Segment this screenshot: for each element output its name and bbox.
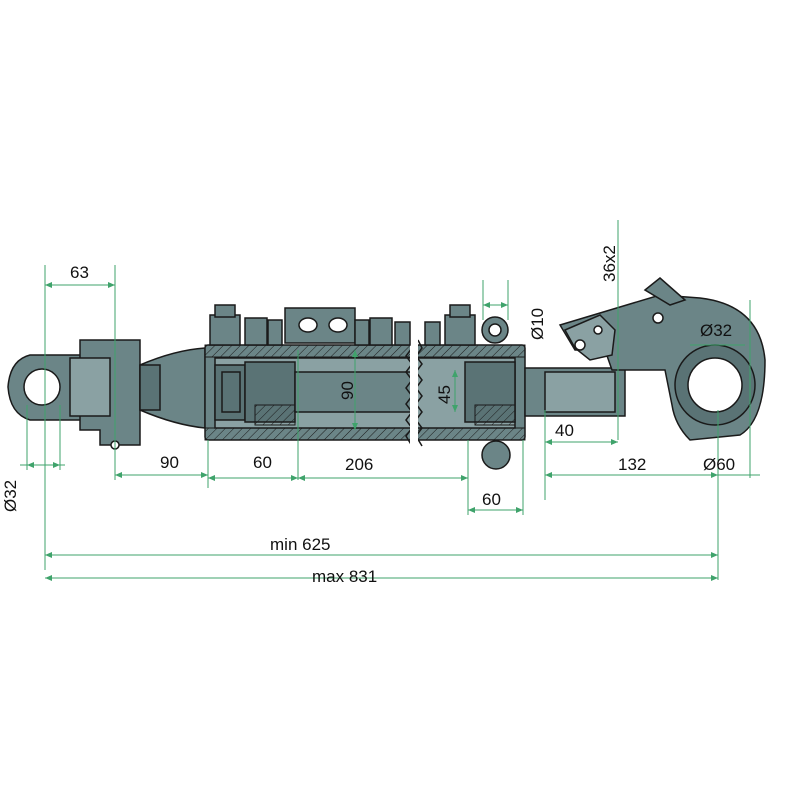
left-rod — [139, 347, 206, 429]
label-d32-right: Ø32 — [700, 321, 732, 340]
top-fittings — [209, 304, 476, 346]
label-45-vertical: 45 — [435, 385, 454, 404]
label-60-bottom: 60 — [482, 490, 501, 509]
right-ball-hole — [687, 357, 743, 413]
label-d10: Ø10 — [528, 308, 547, 340]
left-eye-end — [7, 339, 141, 450]
label-132: 132 — [618, 455, 646, 474]
label-90: 90 — [160, 453, 179, 472]
label-d60: Ø60 — [703, 455, 735, 474]
label-min-625: min 625 — [270, 535, 330, 554]
label-max-831: max 831 — [312, 567, 377, 586]
label-36x2: 36x2 — [600, 245, 619, 282]
right-rod — [524, 367, 626, 417]
label-63: 63 — [70, 263, 89, 282]
label-d32-left: Ø32 — [1, 480, 20, 512]
dimension-labels: 63 90 60 206 60 40 132 Ø60 Ø32 min 625 m… — [1, 245, 735, 586]
right-hook-end — [558, 277, 766, 441]
cylinder-body — [204, 339, 526, 448]
label-90-vertical: 90 — [338, 381, 357, 400]
ring-d10 — [481, 316, 509, 344]
left-ball-hole — [23, 368, 61, 406]
label-60-left: 60 — [253, 453, 272, 472]
label-206: 206 — [345, 455, 373, 474]
section-circle — [481, 440, 511, 470]
label-40: 40 — [555, 421, 574, 440]
dimension-lines — [20, 220, 760, 581]
